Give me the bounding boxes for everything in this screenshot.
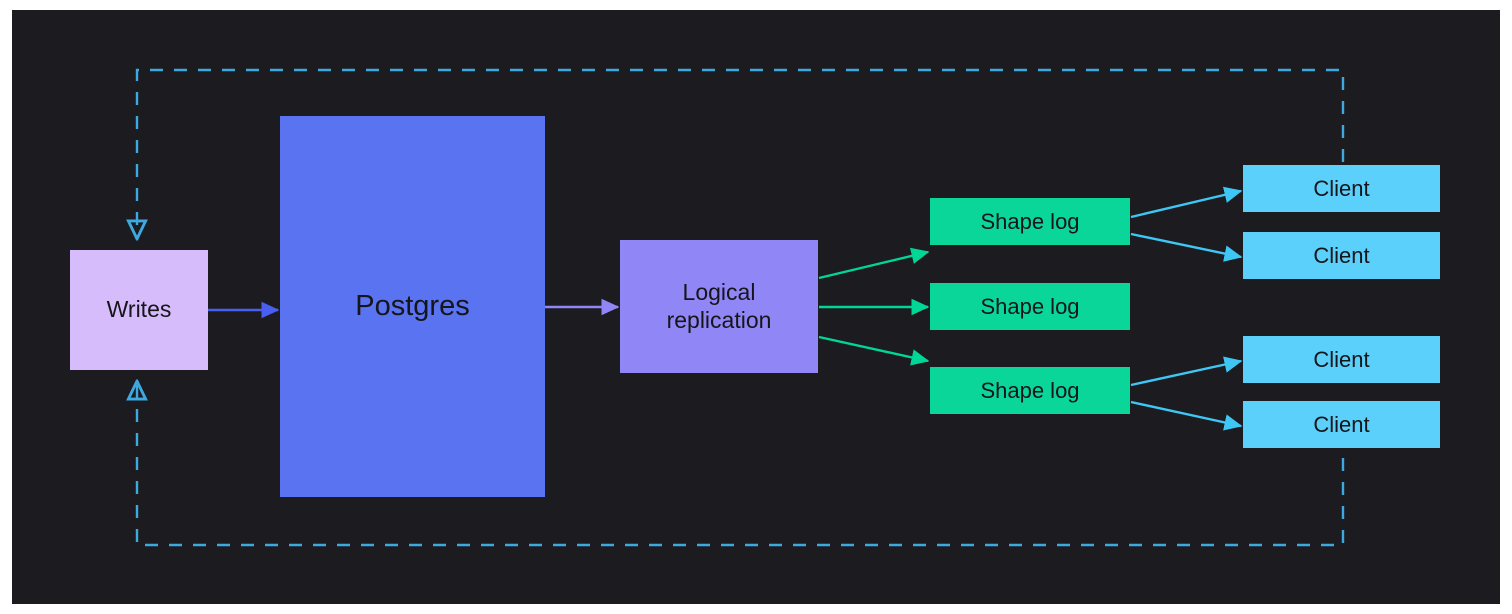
node-shape-log-3[interactable]: Shape log xyxy=(930,367,1130,414)
edge-shapelog-1-to-client-2 xyxy=(1130,232,1243,262)
node-logical-replication-label: Logical replication xyxy=(666,279,772,333)
node-client-2[interactable]: Client xyxy=(1243,232,1440,279)
node-shape-log-3-label: Shape log xyxy=(980,377,1080,403)
node-shape-log-1-label: Shape log xyxy=(980,208,1080,234)
node-client-4[interactable]: Client xyxy=(1243,401,1440,448)
node-client-3-label: Client xyxy=(1313,346,1370,372)
node-writes[interactable]: Writes xyxy=(70,250,208,370)
node-client-1[interactable]: Client xyxy=(1243,165,1440,212)
node-postgres-label: Postgres xyxy=(355,290,470,323)
edge-shapelog-3-to-client-3 xyxy=(1130,356,1243,387)
node-postgres[interactable]: Postgres xyxy=(280,116,545,497)
node-logical-replication[interactable]: Logical replication xyxy=(620,240,818,373)
node-writes-label: Writes xyxy=(106,296,172,323)
edge-clients-bottom-to-writes-feedback xyxy=(137,382,1345,547)
node-client-2-label: Client xyxy=(1313,242,1370,268)
node-shape-log-2-label: Shape log xyxy=(980,293,1080,319)
diagram-board: Writes Postgres Logical replication Shap… xyxy=(12,10,1500,604)
edge-shapelog-3-to-client-4 xyxy=(1130,400,1243,431)
diagram-edges-layer xyxy=(12,68,1345,547)
node-client-4-label: Client xyxy=(1313,411,1370,437)
node-shape-log-1[interactable]: Shape log xyxy=(930,198,1130,245)
node-shape-log-2[interactable]: Shape log xyxy=(930,283,1130,330)
edge-shapelog-1-to-client-1 xyxy=(1130,186,1243,219)
node-client-3[interactable]: Client xyxy=(1243,336,1440,383)
node-client-1-label: Client xyxy=(1313,175,1370,201)
edge-logical-replication-to-shapelog-3 xyxy=(818,335,930,366)
edge-logical-replication-to-shapelog-1 xyxy=(818,247,930,280)
